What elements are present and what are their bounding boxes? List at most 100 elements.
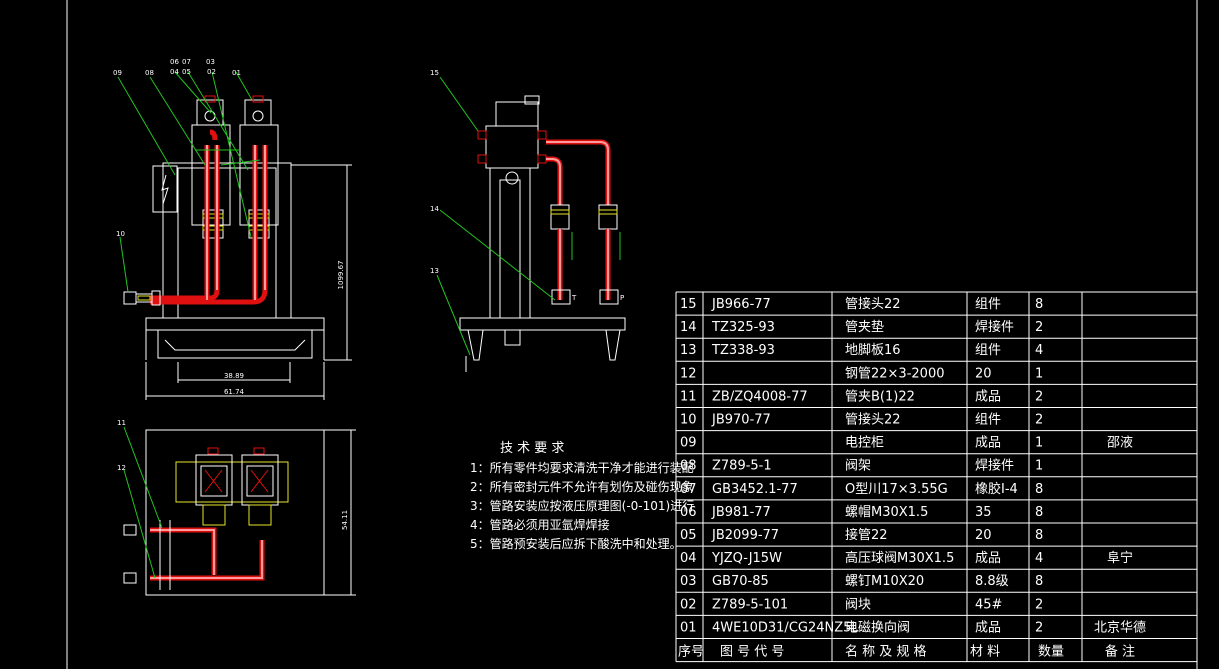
bom-cell: 成品 [975,551,1001,566]
dim-outer: 61.74 [224,388,245,396]
bom-cell: 05 [680,528,697,543]
bom-cell: JB966-77 [711,297,771,312]
bom-cell: 管夹B(1)22 [845,389,915,404]
bom-cell: 焊接件 [975,458,1014,474]
solenoid-left [196,99,224,126]
bom-cell: 接管22 [845,527,888,543]
bom-cell: 电磁换向阀 [845,619,910,635]
bom-cell: 成品 [975,436,1001,451]
tech-note-line: 1：所有零件均要求清洗干净才能进行装配 [470,461,694,475]
bom-cell: 09 [680,436,697,451]
bom-cell: 1 [1035,459,1043,474]
bom-header-cell: 图 号 代 号 [720,645,784,660]
balloon-12: 12 [117,464,126,472]
bom-cell: 管接头22 [845,296,901,312]
tech-note-line: 2：所有密封元件不允许有划伤及碰伤现象 [470,479,694,494]
bom-cell: 06 [680,505,697,520]
bom-cell: 1 [1035,366,1043,381]
bom-cell: 04 [680,551,697,566]
bom-header-cell: 名 称 及 规 格 [845,644,927,660]
balloon-07: 07 [182,58,191,66]
bom-cell: 14 [680,320,697,335]
bom-header-cell: 序号 [678,645,704,660]
bom-cell: 4 [1035,551,1043,566]
balloon-03: 03 [206,58,215,66]
tech-note-line: 3：管路安装应按液压原理图(-0-101)进行 [470,498,694,513]
bom-cell: 地脚板16 [845,342,901,358]
bom-cell: JB970-77 [711,413,771,428]
bom-cell: 20 [975,366,992,381]
bom-cell: JB981-77 [711,505,771,520]
dim-height: 1099.67 [337,261,345,290]
tech-notes-title: 技 术 要 求 [500,441,564,456]
balloon-01: 01 [232,69,241,77]
bom-cell: TZ325-93 [711,320,775,335]
bom-cell: 2 [1035,597,1043,612]
bom-row: 09 电控柜 成品 1 邵液 [680,436,1133,451]
bom-header-cell: 备 注 [1105,644,1135,660]
balloon-10: 10 [116,230,125,238]
bom-cell: 管夹垫 [845,319,884,335]
front-view: 1099.67 38.89 61.74 09 08 06 07 04 05 03… [113,58,352,400]
bom-header: 序号 图 号 代 号 名 称 及 规 格 材 料 数量 备 注 [678,644,1135,660]
bom-cell: 成品 [975,620,1001,635]
side-solenoid [495,101,539,127]
balloon-02: 02 [207,68,216,76]
bom-cell: 2 [1035,620,1043,635]
bom-cell: 4WE10D31/CG24NZ5L [712,620,859,635]
tech-note-line: 4：管路必须用亚氩焊焊接 [470,517,610,532]
bom-cell: 2 [1035,389,1043,404]
bom-cell: 4 [1035,343,1043,358]
dim-depth: 54.11 [341,510,349,530]
tech-notes: 技 术 要 求 1：所有零件均要求清洗干净才能进行装配 2：所有密封元件不允许有… [470,441,694,551]
bom-cell: 成品 [975,389,1001,404]
bom-cell: 13 [680,343,697,358]
bom-cell: Z789-5-101 [712,597,788,612]
top-view: 54.11 11 12 [117,419,356,596]
bom-cell: 03 [680,574,697,589]
drawing-border [66,0,1198,669]
bom-cell: 邵液 [1107,436,1133,451]
bom-cell: YJZQ-J15W [711,551,782,566]
bom-header-cell: 数量 [1038,645,1064,660]
bom-cell: 11 [680,389,697,404]
bom-cell: 电控柜 [845,436,884,451]
side-base [459,317,626,331]
port-t-label: T [571,294,577,302]
balloon-06: 06 [170,58,179,66]
bom-cell: 1 [1035,436,1043,451]
bom-cell: 组件 [975,343,1001,358]
bom-cell: TZ338-93 [711,343,775,358]
valve-stand-frame [162,162,292,319]
solenoid-right [244,99,272,126]
bom-cell: 橡胶I-4 [975,481,1018,497]
bom-cell: 螺帽M30X1.5 [845,504,928,520]
bom-cell: 阀块 [845,597,871,612]
bom-header-cell: 材 料 [970,645,1000,660]
bom-cell: 01 [680,620,697,635]
bom-cell: 10 [680,413,697,428]
bom-cell: 组件 [975,413,1001,428]
bom-cell: 8 [1035,574,1043,589]
bom-cell: GB70-85 [712,574,769,589]
balloon-08: 08 [145,69,154,77]
bom-cell: 焊接件 [975,319,1014,335]
bom-row: 13 TZ338-93 地脚板16 组件 4 [680,342,1043,358]
dim-inner: 38.89 [224,372,244,380]
side-valve-block [485,125,539,169]
balloon-09: 09 [113,69,122,77]
bom-cell: GB3452.1-77 [712,482,798,497]
bom-cell: 15 [680,297,697,312]
bom-cell: 高压球阀M30X1.5 [845,550,954,566]
